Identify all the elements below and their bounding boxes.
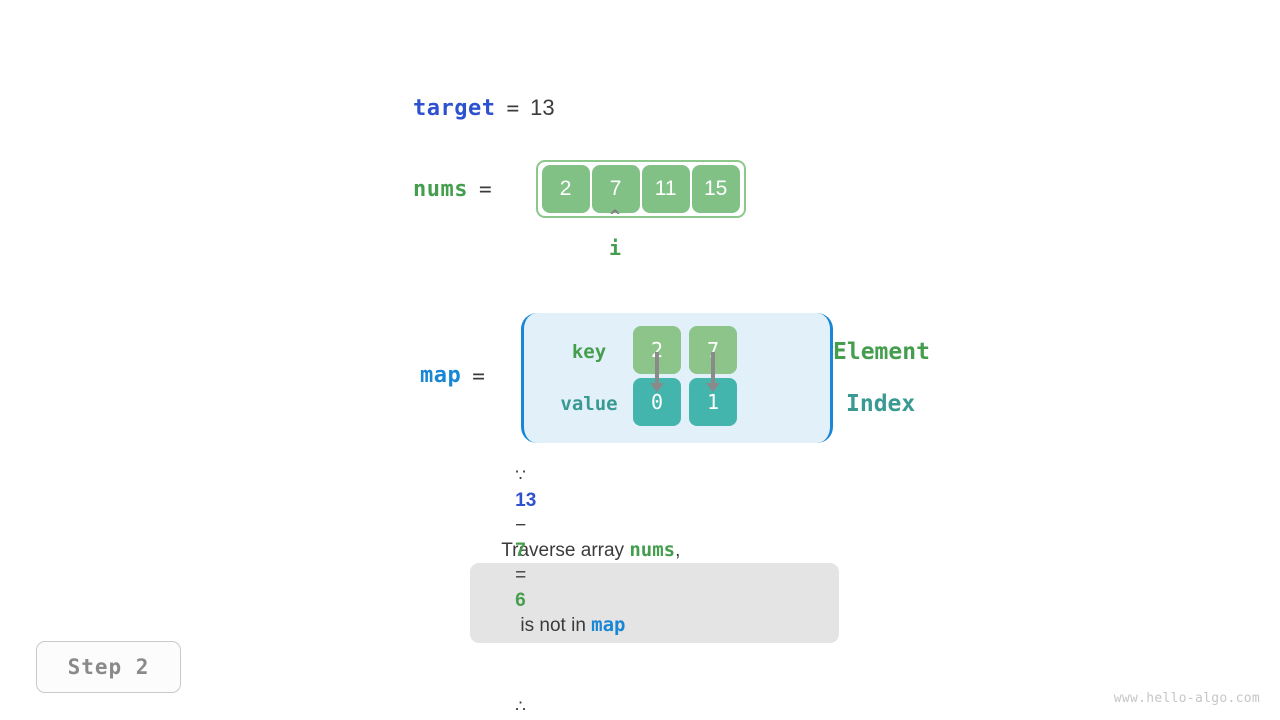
pointer-label-i: i	[608, 236, 622, 260]
target-value: 13	[530, 95, 555, 120]
explanation-box: ∵ 13 − 7 = 6 is not in map ∴ Add element…	[470, 466, 839, 720]
map-entries-group: 2 0 7 1	[633, 326, 737, 426]
map-key-row-label: key	[571, 341, 607, 363]
target-variable-name: target	[413, 96, 496, 121]
map-entry: 7 1	[689, 326, 737, 426]
map-side-labels: Element Index	[833, 313, 930, 443]
equals-operator: =	[515, 564, 527, 586]
nums-variable-name: nums	[413, 176, 468, 202]
operand-current: 7	[515, 539, 526, 561]
arrow-down-icon	[650, 352, 664, 392]
operand-target: 13	[515, 489, 537, 511]
nums-array-container: 2 7 11 15	[535, 160, 746, 218]
array-cell: 7	[591, 165, 640, 213]
minus-operator: −	[515, 514, 527, 536]
array-cell: 15	[691, 165, 740, 213]
index-pointer-group: ^ i	[592, 208, 638, 258]
target-assignment-row: target = 13	[413, 95, 555, 121]
map-equals-sign: =	[472, 363, 485, 388]
map-assignment-row: map =	[420, 363, 485, 388]
array-cell: 2	[541, 165, 590, 213]
traverse-description-line: Traverse array nums,	[491, 517, 680, 562]
traverse-nums-highlight: nums	[629, 539, 676, 561]
therefore-symbol: ∴	[515, 696, 526, 716]
map-value-cell: 0	[633, 378, 681, 426]
array-cell: 11	[641, 165, 690, 213]
explanation-line-2: ∴ Add element 7 to map	[494, 669, 815, 720]
nums-assignment-row: nums = 2 7 11 15	[413, 160, 746, 218]
operand-result: 6	[515, 589, 526, 611]
map-row-labels: key value	[549, 313, 629, 443]
caret-up-icon: ^	[609, 207, 621, 227]
map-value-row-label: value	[560, 393, 618, 415]
map-highlight: map	[591, 613, 626, 636]
because-symbol: ∵	[515, 465, 526, 485]
arrow-down-icon	[706, 352, 720, 392]
not-in-text: is not in	[515, 614, 592, 636]
traverse-suffix-text: ,	[675, 540, 681, 561]
target-equals-sign: =	[506, 96, 520, 120]
watermark: www.hello-algo.com	[1113, 691, 1260, 706]
traverse-prefix-text: Traverse array	[501, 540, 630, 561]
index-label: Index	[846, 391, 916, 417]
explanation-line-1: ∵ 13 − 7 = 6 is not in map	[494, 438, 815, 663]
element-label: Element	[833, 339, 930, 365]
map-entry: 2 0	[633, 326, 681, 426]
nums-equals-sign: =	[478, 177, 492, 201]
step-badge: Step 2	[36, 641, 181, 693]
map-variable-name: map	[420, 363, 462, 388]
